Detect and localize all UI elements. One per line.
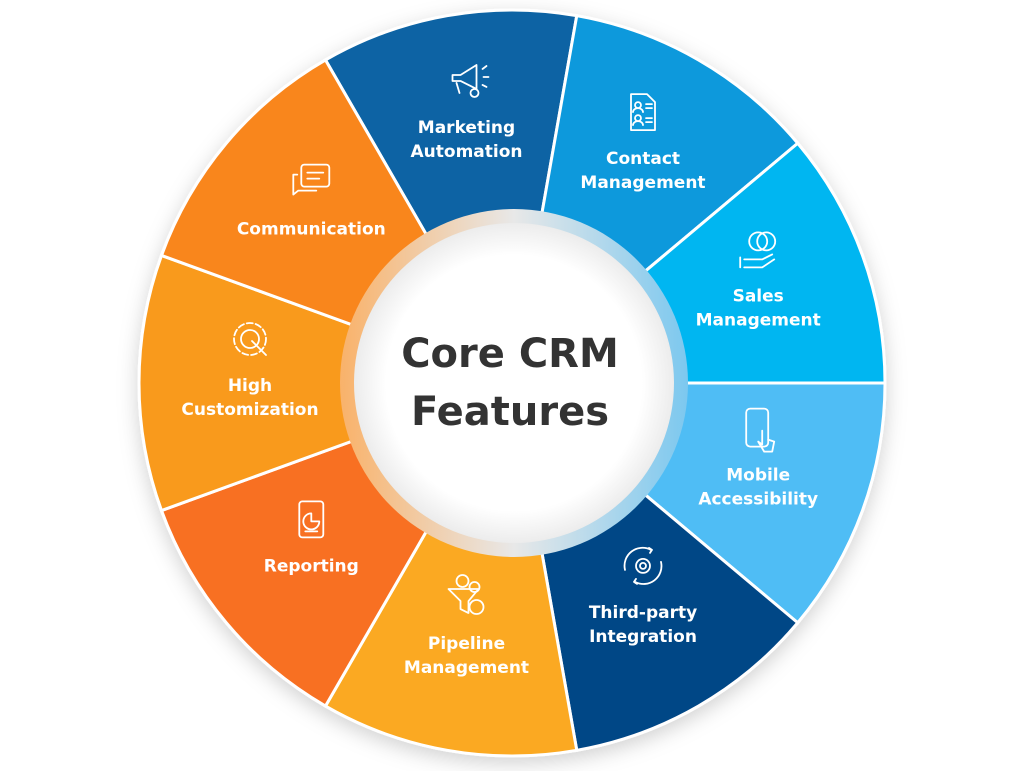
contact-document-icon [630,93,656,132]
chat-bubbles-icon [292,163,331,196]
mobile-touch-icon [745,407,776,453]
report-chart-icon [298,500,325,539]
segment-label: Integration [589,627,697,647]
segment-label: Customization [181,400,318,420]
segment-label: Management [580,173,705,193]
segment-label: Sales [733,286,784,306]
segment-label: High [228,376,272,396]
segment-label: Reporting [264,556,359,576]
center-title-line-1: Core CRM [401,331,619,377]
center-circle [354,223,674,543]
gear-wrench-icon [233,322,267,356]
segment-label: Mobile [726,466,790,486]
segment-high-customization [137,253,517,513]
segment-label: Management [404,658,529,678]
segment-label: Accessibility [698,490,818,510]
segment-label: Marketing [418,118,515,138]
gear-sync-icon [623,546,663,585]
segment-label: Automation [411,142,523,162]
segment-label: Management [696,310,821,330]
funnel-icon [447,574,485,615]
segment-label: Pipeline [428,634,505,654]
segment-label: Communication [237,220,386,240]
coins-hand-icon [739,231,777,269]
segment-label: Contact [606,149,680,169]
center-title-line-2: Features [411,389,609,435]
segment-label: Third-party [589,603,697,623]
megaphone-icon [451,64,490,98]
